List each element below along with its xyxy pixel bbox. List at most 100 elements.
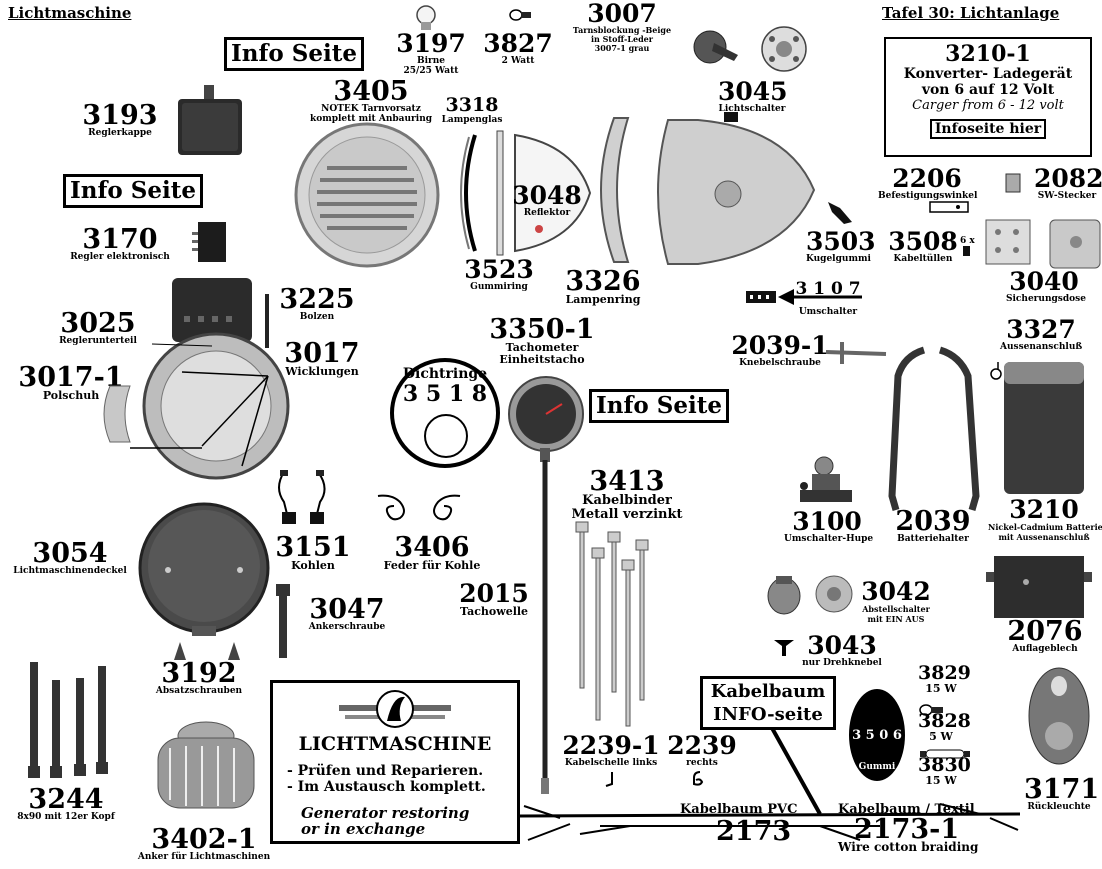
part-3326[interactable]: 3326 Lampenring <box>558 268 648 306</box>
infoseite-hier-link[interactable]: Infoseite hier <box>929 119 1047 139</box>
converter-line3: Carger from 6 - 12 volt <box>912 98 1064 113</box>
part-number: 2206 <box>892 164 962 193</box>
regulator-cap-icon <box>178 85 242 155</box>
part-label: Reflektor <box>523 208 571 218</box>
generator-box-line1: - Prüfen und Reparieren. <box>287 763 484 779</box>
part-number: 3318 <box>445 94 499 116</box>
part-number: 3197 <box>396 29 466 58</box>
part-3402-1[interactable]: 3402-1 Anker für Lichtmaschinen <box>134 826 274 862</box>
part-3830[interactable]: 3830 15 W <box>918 756 971 787</box>
part-number: 3171 <box>1024 774 1100 805</box>
part-3318[interactable]: 3318 Lampenglas <box>440 94 504 126</box>
part-2206[interactable]: 2206 Befestigungswinkel <box>878 164 978 201</box>
part-3170[interactable]: 3170 Regler elektronisch <box>56 224 184 262</box>
part-3508[interactable]: 3508 Kabeltüllen <box>888 229 958 264</box>
headlamp-housing-icon <box>600 112 816 265</box>
part-number: 3170 <box>82 224 158 255</box>
part-3017[interactable]: 3017 Wicklungen <box>278 340 366 378</box>
kabelbaum-line2: INFO-seite <box>713 704 823 725</box>
part-3405[interactable]: 3405 NOTEK Tarnvorsatz komplett mit Anba… <box>294 78 448 124</box>
part-label: Metall verzinkt <box>571 507 683 522</box>
part-3054[interactable]: 3054 Lichtmaschinendeckel <box>2 540 138 576</box>
part-label: Kabelbinder <box>582 493 672 508</box>
part-label: Ankerschraube <box>308 622 386 632</box>
part-label: Bolzen <box>299 312 335 322</box>
part-3210[interactable]: 3210 Nickel-Cadmium Batterie mit Aussena… <box>988 497 1102 542</box>
part-2015[interactable]: 2015 Tachowelle <box>454 581 534 618</box>
part-label: mit EIN AUS <box>867 614 925 624</box>
part-label: Lichtschalter <box>718 104 786 114</box>
part-3043[interactable]: 3043 nur Drehknebel <box>800 633 884 668</box>
part-number: 3193 <box>82 100 158 131</box>
part-number: 3151 <box>275 532 351 563</box>
generator-box-en1: Generator restoring <box>301 804 470 822</box>
part-3042[interactable]: 3042 Abstellschalter mit EIN AUS <box>860 577 932 624</box>
part-label: Polschuh <box>42 389 100 402</box>
part-number: 3042 <box>861 577 931 606</box>
small-bulb-icon <box>509 9 531 21</box>
generator-box-title: LICHTMASCHINE <box>298 733 492 755</box>
part-number: 2082 <box>1034 164 1102 193</box>
part-3225[interactable]: 3225 Bolzen <box>272 286 362 322</box>
part-2039[interactable]: 2039 Batteriehalter <box>892 508 974 544</box>
part-3828[interactable]: 3828 5 W <box>918 712 971 743</box>
cable-grommet-icon <box>963 246 970 256</box>
part-3100[interactable]: 3100 Umschalter-Hupe <box>784 509 873 544</box>
generator-service-box[interactable]: LICHTMASCHINE - Prüfen und Reparieren. -… <box>270 680 520 844</box>
part-label: 15 W <box>925 774 957 787</box>
part-label: Batteriehalter <box>897 534 969 544</box>
part-3197[interactable]: 3197 Birne 25/25 Watt <box>396 29 466 76</box>
part-label: Befestigungswinkel <box>878 191 978 201</box>
part-3244[interactable]: 3244 8x90 mit 12er Kopf <box>14 786 118 822</box>
part-3192[interactable]: 3192 Absatzschrauben <box>146 660 252 696</box>
part-3040[interactable]: 3040 Sicherungsdose <box>1006 269 1086 304</box>
part-3047[interactable]: 3047 Ankerschraube <box>300 596 394 632</box>
part-3829[interactable]: 3829 15 W <box>918 664 971 695</box>
part-2239[interactable]: 2239 rechts <box>666 733 738 768</box>
part-3327[interactable]: 3327 Aussenanschluß <box>1000 317 1082 352</box>
part-3193[interactable]: 3193 Reglerkappe <box>76 100 164 138</box>
seal-rings-title: Dichtringe <box>402 366 488 382</box>
part-3045[interactable]: 3045 Lichtschalter <box>718 79 788 114</box>
bulb-icon <box>416 5 436 30</box>
part-number: 3413 <box>589 466 665 497</box>
part-3406[interactable]: 3406 Feder für Kohle <box>374 534 490 572</box>
converter-box: 3210-1 Konverter- Ladegerät von 6 auf 12… <box>884 37 1092 157</box>
info-link-3405[interactable]: Info Seite <box>224 37 364 71</box>
cable-ties-icon <box>575 521 649 727</box>
part-number: 3007 <box>587 0 657 28</box>
part-2076[interactable]: 2076 Auflageblech <box>1002 616 1088 654</box>
part-label: in Stoff-Leder <box>591 34 653 44</box>
part-2039-1[interactable]: 2039-1 Knebelschraube <box>730 333 830 368</box>
fuse-box-icon <box>985 173 1101 269</box>
small-bulb-icon <box>919 704 943 716</box>
info-link-3170[interactable]: Info Seite <box>63 174 203 208</box>
brush-spring-icon <box>377 494 461 521</box>
part-2082[interactable]: 2082 SW-Stecker <box>1034 164 1102 201</box>
part-3413[interactable]: 3413 Kabelbinder Metall verzinkt <box>562 466 692 522</box>
part-3827[interactable]: 3827 2 Watt <box>481 31 555 66</box>
part-number: 2076 <box>1007 616 1083 647</box>
kabelbaum-info-link[interactable]: Kabelbaum INFO-seite <box>700 676 836 730</box>
part-3107[interactable]: 3 1 0 7 Umschalter <box>792 280 864 318</box>
info-link-tacho[interactable]: Info Seite <box>589 389 729 423</box>
part-3017-1[interactable]: 3017-1 Polschuh <box>12 364 130 402</box>
mounting-bracket-icon <box>929 201 969 213</box>
part-3048[interactable]: 3048 Reflektor <box>512 183 582 218</box>
part-3503[interactable]: 3503 Kugelgummi <box>806 229 876 264</box>
part-label: NOTEK Tarnvorsatz <box>321 104 421 114</box>
part-2173-number[interactable]: 2173 <box>716 816 792 847</box>
part-number: 3 5 1 8 <box>402 381 488 407</box>
part-3518[interactable]: Dichtringe 3 5 1 8 <box>394 366 496 406</box>
kill-switch-icon <box>767 575 853 615</box>
part-3151[interactable]: 3151 Kohlen <box>268 532 358 572</box>
part-label: Reglerunterteil <box>59 336 137 346</box>
part-3171[interactable]: 3171 Rückleuchte <box>1024 774 1100 812</box>
part-3350-1[interactable]: 3350-1 Tachometer Einheitstacho <box>486 316 598 366</box>
part-3007[interactable]: 3007 Tarnsblockung -Beige in Stoff-Leder… <box>566 0 678 53</box>
part-2173-1-number[interactable]: 2173-1 <box>854 814 960 845</box>
part-3523[interactable]: 3523 Gummiring <box>464 257 534 292</box>
part-3025[interactable]: 3025 Reglerunterteil <box>36 310 160 346</box>
converter-line2: von 6 auf 12 Volt <box>921 82 1055 98</box>
part-2239-1[interactable]: 2239-1 Kabelschelle links <box>560 733 662 768</box>
